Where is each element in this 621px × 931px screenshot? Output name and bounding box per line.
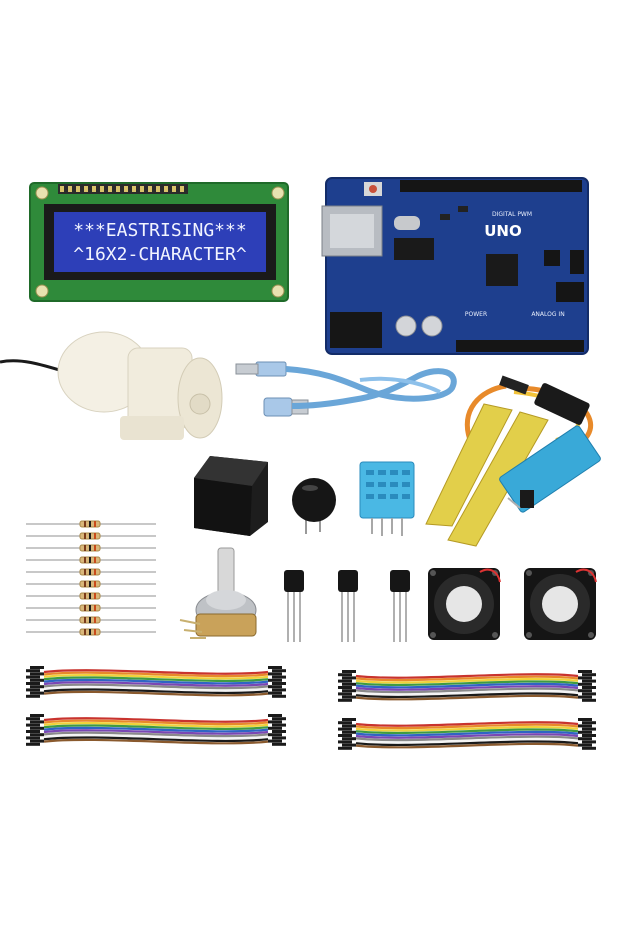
resistor <box>26 520 156 528</box>
digital-header <box>400 180 582 192</box>
digital-label: DIGITAL PWM <box>492 211 532 218</box>
relay <box>194 456 268 536</box>
cooling-fan-1 <box>428 568 501 640</box>
arduino-brand: UNO <box>484 222 522 240</box>
lcd-line-2: ^16X2-CHARACTER^ <box>73 244 247 265</box>
resistor <box>26 604 156 612</box>
jumper-bundle <box>26 714 286 746</box>
analog-label: ANALOG IN <box>531 311 564 318</box>
pump-wire <box>0 359 67 374</box>
mini-water-pump <box>0 331 223 440</box>
resistor <box>26 556 156 564</box>
resistor <box>26 568 156 576</box>
dc-power-jack <box>330 312 382 348</box>
resistor <box>26 532 156 540</box>
dht11-sensor <box>359 461 415 536</box>
lcd-header-pins <box>58 184 188 194</box>
resistor <box>26 628 156 636</box>
transistor-2 <box>338 570 358 642</box>
arduino-uno-board: UNO DIGITAL PWM POWER ANALOG IN <box>321 177 589 355</box>
cooling-fan-2 <box>524 568 597 640</box>
soil-moisture-sensor <box>425 375 601 547</box>
lcd-line-1: ***EASTRISING*** <box>73 220 246 241</box>
atmega-chip <box>486 254 518 286</box>
transistors <box>284 570 410 642</box>
transistor-3 <box>390 570 410 642</box>
resistor <box>26 616 156 624</box>
resistor <box>26 544 156 552</box>
reset-button-icon <box>369 185 377 193</box>
resistor <box>26 592 156 600</box>
resistor <box>26 580 156 588</box>
usb-cable <box>235 361 457 417</box>
lcd-16x2-module: ***EASTRISING*** ^16X2-CHARACTER^ <box>29 182 289 302</box>
analog-header <box>456 340 584 352</box>
lcd-screen <box>54 212 266 272</box>
jumper-bundle <box>338 718 596 750</box>
transistor-1 <box>284 570 304 642</box>
jumper-bundle <box>26 666 286 698</box>
buzzer <box>292 478 336 534</box>
power-label: POWER <box>465 311 487 318</box>
jumper-bundle <box>338 670 596 702</box>
jumper-wire-bundles <box>26 666 596 750</box>
resistors <box>26 520 156 636</box>
potentiometer <box>179 547 257 639</box>
